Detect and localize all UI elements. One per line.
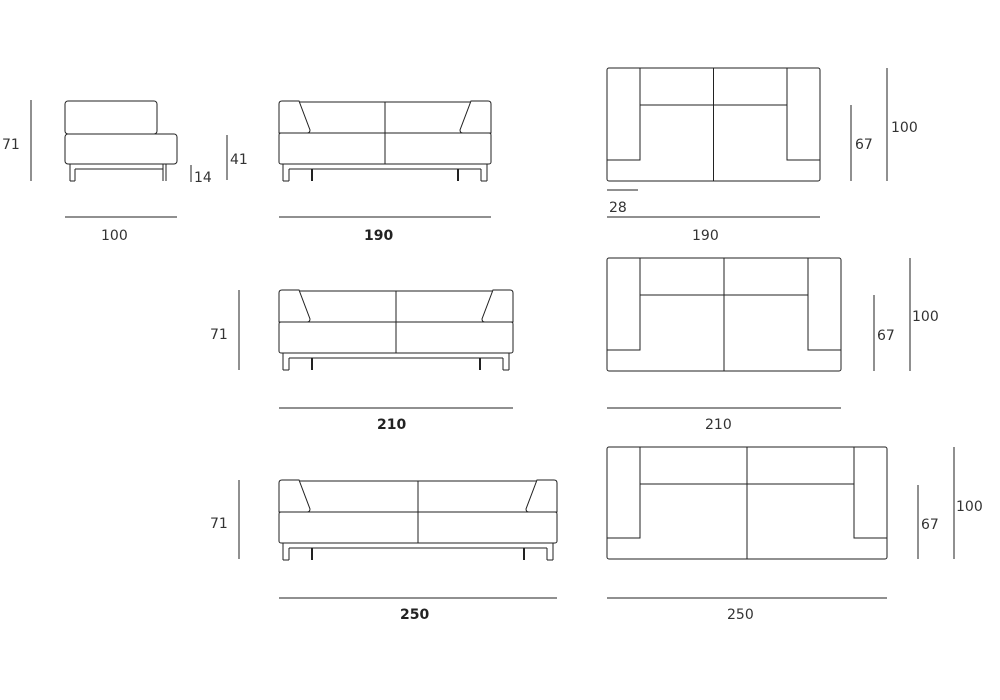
top-210-width-label: 210 xyxy=(705,417,732,433)
side-leg-label: 14 xyxy=(194,170,212,186)
front-250-right-arm xyxy=(525,479,558,513)
top-190-depth-label: 100 xyxy=(891,120,918,136)
top-190-width-label: 190 xyxy=(692,228,719,244)
top-190-seat-depth-label: 67 xyxy=(855,137,873,153)
top-250-depth-label: 100 xyxy=(956,499,983,515)
top-190-right-arm xyxy=(786,105,820,161)
top-210-seat-depth-label: 67 xyxy=(877,328,895,344)
top-250-right-arm xyxy=(853,484,887,539)
side-seat xyxy=(64,133,178,165)
top-210-right-arm xyxy=(807,295,841,351)
front-210-width-label: 210 xyxy=(377,417,407,433)
front-250-width-label: 250 xyxy=(400,607,430,623)
front-190-width-label: 190 xyxy=(364,228,394,244)
front-250-height-label: 71 xyxy=(210,516,228,532)
top-250-width-label: 250 xyxy=(727,607,754,623)
top-190-left-arm xyxy=(607,105,641,161)
front-210-left-arm xyxy=(278,289,311,323)
front-210-right-arm xyxy=(481,289,514,323)
top-250-left-arm xyxy=(607,484,641,539)
front-190-left-arm xyxy=(278,100,311,134)
top-190-arm-label: 28 xyxy=(609,200,627,216)
top-210-left-arm xyxy=(607,295,641,351)
front-250-left-arm xyxy=(278,479,311,513)
front-210-height-label: 71 xyxy=(210,327,228,343)
side-backrest xyxy=(64,100,158,135)
side-seat-label: 41 xyxy=(230,152,248,168)
top-250-seat-depth-label: 67 xyxy=(921,517,939,533)
front-190-right-arm xyxy=(459,100,492,134)
top-210-depth-label: 100 xyxy=(912,309,939,325)
side-width-label: 100 xyxy=(101,228,128,244)
side-height-label: 71 xyxy=(2,137,20,153)
